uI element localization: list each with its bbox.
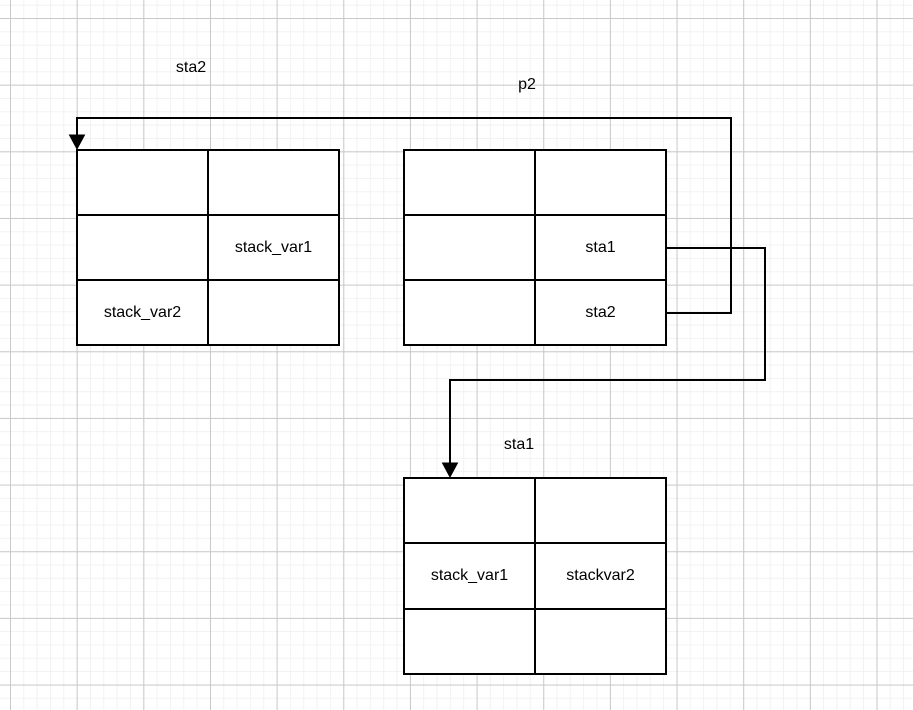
table-cell-stack_var2[interactable]: stack_var2 bbox=[77, 280, 208, 345]
table-cell[interactable] bbox=[208, 150, 339, 215]
table-cell[interactable] bbox=[77, 150, 208, 215]
table-cell[interactable] bbox=[404, 608, 535, 674]
table-cell-stackvar2[interactable]: stackvar2 bbox=[535, 543, 666, 609]
label-sta2[interactable]: sta2 bbox=[175, 59, 207, 76]
table-cell[interactable] bbox=[535, 478, 666, 544]
label-sta1[interactable]: sta1 bbox=[503, 436, 535, 453]
table-cell[interactable] bbox=[77, 215, 208, 280]
label-p2[interactable]: p2 bbox=[518, 76, 536, 93]
table-cell-stack_var1[interactable]: stack_var1 bbox=[404, 543, 535, 609]
table-cell[interactable] bbox=[535, 608, 666, 674]
table-cell[interactable] bbox=[404, 280, 535, 345]
table-cell-stack_var1[interactable]: stack_var1 bbox=[208, 215, 339, 280]
left-stack-table[interactable]: stack_var1 stack_var2 bbox=[76, 149, 340, 346]
bottom-stack-table[interactable]: stack_var1 stackvar2 bbox=[403, 477, 667, 675]
table-cell[interactable] bbox=[404, 478, 535, 544]
table-cell[interactable] bbox=[404, 215, 535, 280]
table-cell[interactable] bbox=[404, 150, 535, 215]
table-cell[interactable] bbox=[208, 280, 339, 345]
right-stack-table[interactable]: sta1 sta2 bbox=[403, 149, 667, 346]
table-cell-sta1[interactable]: sta1 bbox=[535, 215, 666, 280]
table-cell-sta2[interactable]: sta2 bbox=[535, 280, 666, 345]
table-cell[interactable] bbox=[535, 150, 666, 215]
